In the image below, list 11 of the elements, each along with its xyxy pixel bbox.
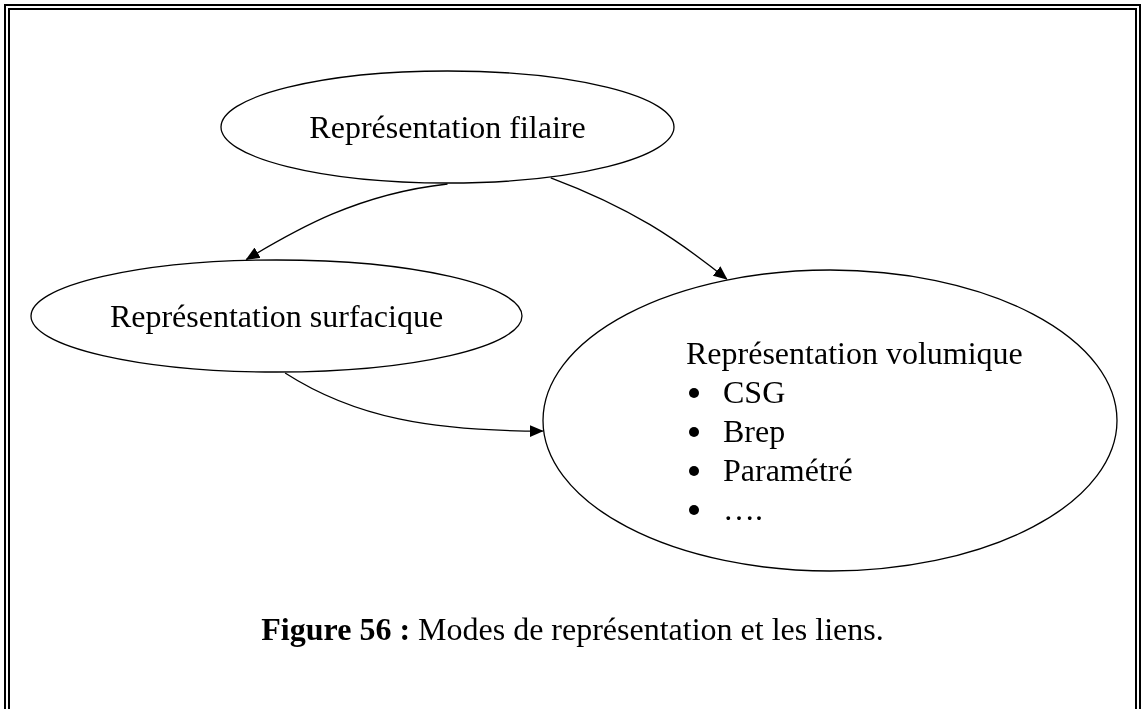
node-label: Représentation surfacique [109, 297, 444, 336]
list-item: …. [723, 490, 763, 529]
arrow [284, 372, 544, 437]
arrow [550, 177, 728, 280]
node-label: Représentation filaire [309, 108, 586, 147]
node-label: Représentation volumique [686, 334, 1023, 373]
list-item: CSG [723, 373, 786, 412]
list-item: Brep [723, 412, 786, 451]
list-item: Paramétré [723, 451, 853, 490]
figure-caption: Figure 56 : Modes de représentation et les liens. [261, 610, 884, 649]
arrow [245, 183, 449, 261]
